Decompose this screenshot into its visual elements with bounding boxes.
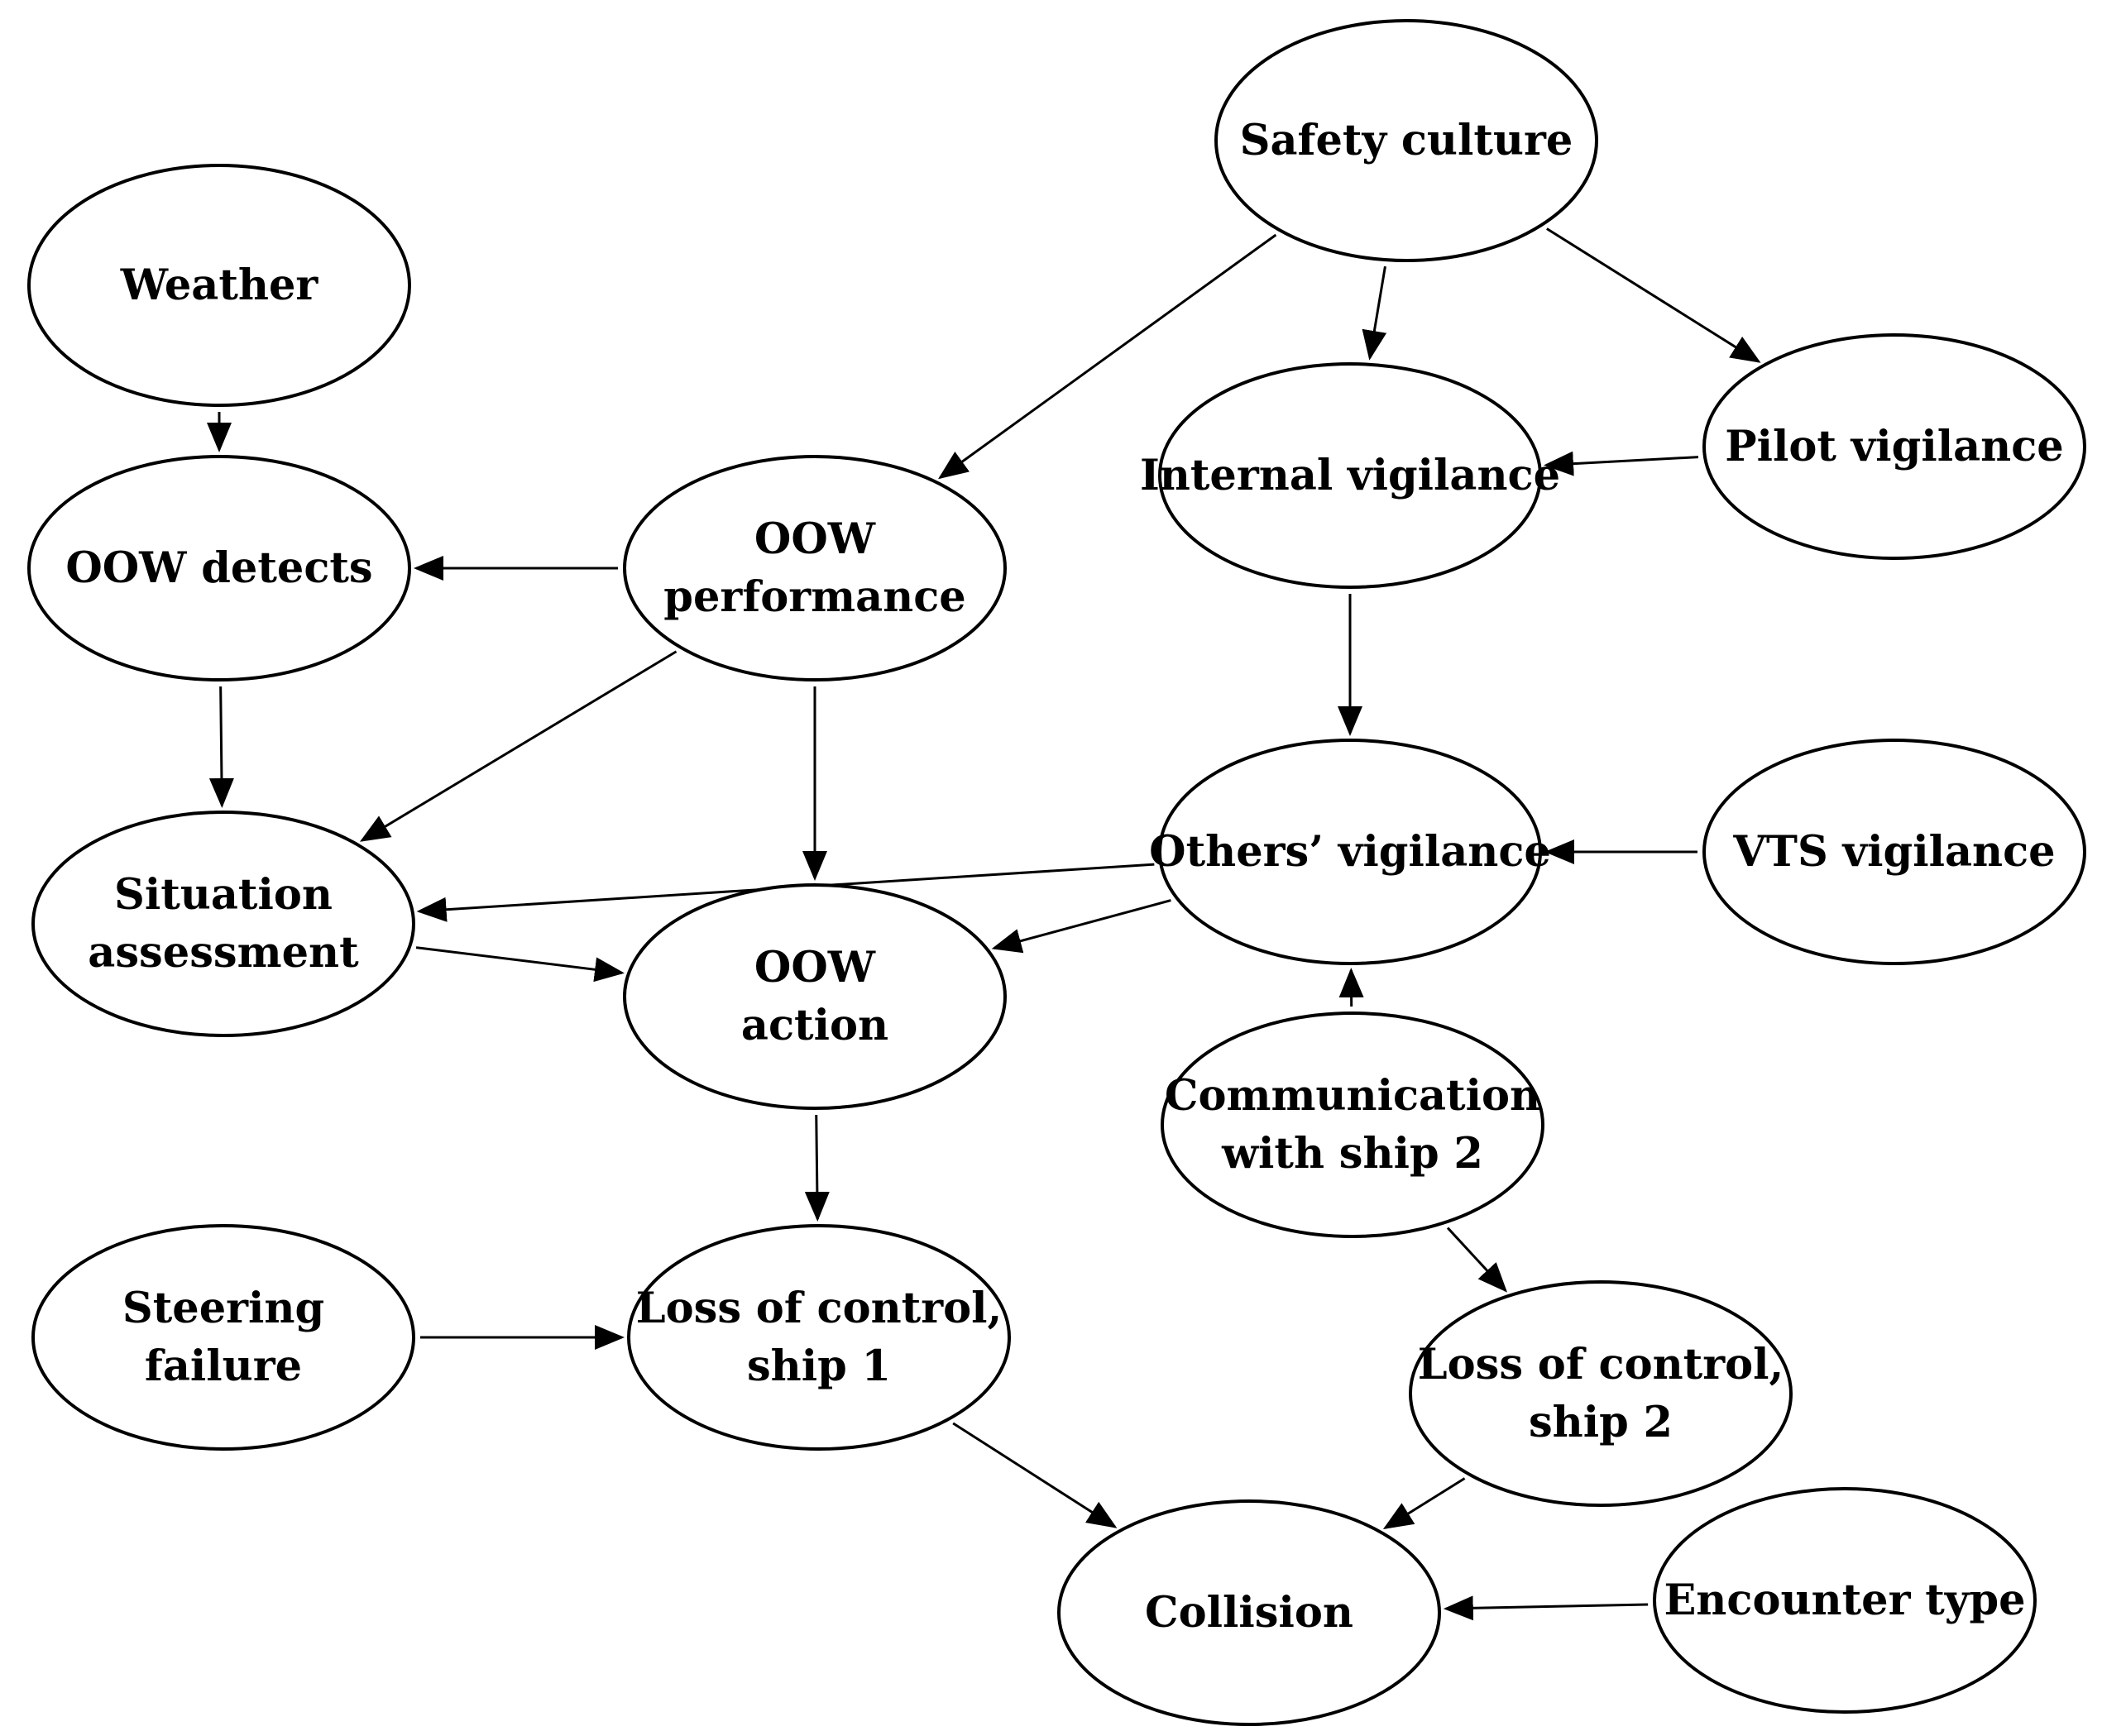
node-label: Loss of control, ship 2 [1418,1340,1784,1447]
node-ellipse [623,455,1007,681]
node-label-line: with ship 2 [1221,1129,1483,1179]
edge-communication-ship2-to-loss-control-ship2 [1446,1227,1508,1293]
node-ellipse [1057,1499,1441,1726]
edge-others-vigilance-to-oow-action [991,899,1171,954]
node-ellipse [1158,739,1542,965]
node-loss-control-ship1: Loss of control, ship 1 [627,1224,1011,1451]
node-label-line: Loss of control, [1418,1340,1784,1389]
node-oow-performance: OOW performance [623,455,1007,681]
node-label-line: Pilot vigilance [1725,422,2063,471]
edge-loss-control-ship1-to-collision [952,1422,1118,1528]
node-label-line: ship 1 [747,1341,891,1391]
node-ellipse [1653,1487,2037,1714]
node-label-line: Encounter type [1664,1576,2025,1625]
edge-pilot-vigilance-to-internal-vigilance [1544,451,1699,476]
node-ellipse [1214,19,1598,262]
node-label: VTS vigilance [1732,827,2055,877]
node-ellipse [1702,333,2086,560]
node-label: Weather [120,261,319,310]
node-label-line: Internal vigilance [1140,451,1560,500]
node-label-line: Weather [120,261,319,310]
node-label-line: Communication [1165,1071,1540,1121]
node-label: Others’ vigilance [1149,827,1551,877]
edge-encounter-type-to-collision [1443,1595,1649,1621]
node-oow-action: OOW action [623,883,1007,1110]
node-ellipse [627,1224,1011,1451]
node-label-line: Others’ vigilance [1149,827,1551,877]
node-label: OOW performance [663,514,965,622]
node-label: Steering failure [122,1284,324,1391]
node-steering-failure: Steering failure [31,1224,415,1451]
node-label-line: OOW [754,514,876,564]
edge-safety-culture-to-internal-vigilance [1362,265,1387,361]
node-label-line: Collision [1145,1588,1353,1638]
node-collision: Collision [1057,1499,1441,1726]
node-label-line: ship 2 [1529,1398,1673,1447]
node-ellipse [31,811,415,1037]
node-label-line: Steering [122,1284,324,1333]
node-label: Loss of control, ship 1 [636,1284,1003,1391]
node-ellipse [1161,1011,1544,1238]
node-ellipse [27,455,411,681]
node-label: Internal vigilance [1140,451,1560,500]
node-loss-control-ship2: Loss of control, ship 2 [1409,1280,1793,1507]
node-label: OOW action [741,943,888,1050]
node-label-line: Safety culture [1240,116,1573,165]
node-safety-culture: Safety culture [1214,19,1598,262]
node-communication-ship2: Communication with ship 2 [1161,1011,1544,1238]
node-others-vigilance: Others’ vigilance [1149,739,1551,965]
node-label-line: failure [145,1341,302,1391]
node-label-line: VTS vigilance [1732,827,2055,877]
node-ellipse [27,164,411,407]
node-label: Situation assessment [88,870,359,978]
edge-oow-detects-to-situation-assessment [208,686,234,809]
node-label-line: Situation [114,870,333,920]
node-ellipse [31,1224,415,1451]
node-ellipse [623,883,1007,1110]
node-label-line: OOW detects [65,543,372,593]
node-internal-vigilance: Internal vigilance [1140,362,1560,589]
edge-oow-performance-to-situation-assessment [359,650,678,842]
node-ellipse [1158,362,1542,589]
node-label: Pilot vigilance [1725,422,2063,471]
node-situation-assessment: Situation assessment [31,811,415,1037]
edge-loss-control-ship2-to-collision [1382,1477,1466,1530]
edge-oow-action-to-loss-control-ship1 [804,1114,830,1222]
edges-layer [207,227,1761,1621]
node-label-line: OOW [754,943,876,992]
node-pilot-vigilance: Pilot vigilance [1702,333,2086,560]
edge-situation-assessment-to-oow-action [415,946,625,983]
node-label-line: performance [663,572,965,622]
node-label-line: assessment [88,928,359,978]
edge-safety-culture-to-pilot-vigilance [1546,227,1761,363]
node-oow-detects: OOW detects [27,455,411,681]
node-label: Collision [1145,1588,1353,1638]
node-label: Communication with ship 2 [1165,1071,1540,1179]
node-label-line: action [741,1001,888,1050]
node-encounter-type: Encounter type [1653,1487,2037,1714]
edge-safety-culture-to-oow-performance [938,233,1277,480]
node-label: Encounter type [1664,1576,2025,1625]
node-ellipse [1409,1280,1793,1507]
node-label: Safety culture [1240,116,1573,165]
node-label: OOW detects [65,543,372,593]
node-weather: Weather [27,164,411,407]
node-vts-vigilance: VTS vigilance [1702,739,2086,965]
node-label-line: Loss of control, [636,1284,1003,1333]
node-ellipse [1702,739,2086,965]
